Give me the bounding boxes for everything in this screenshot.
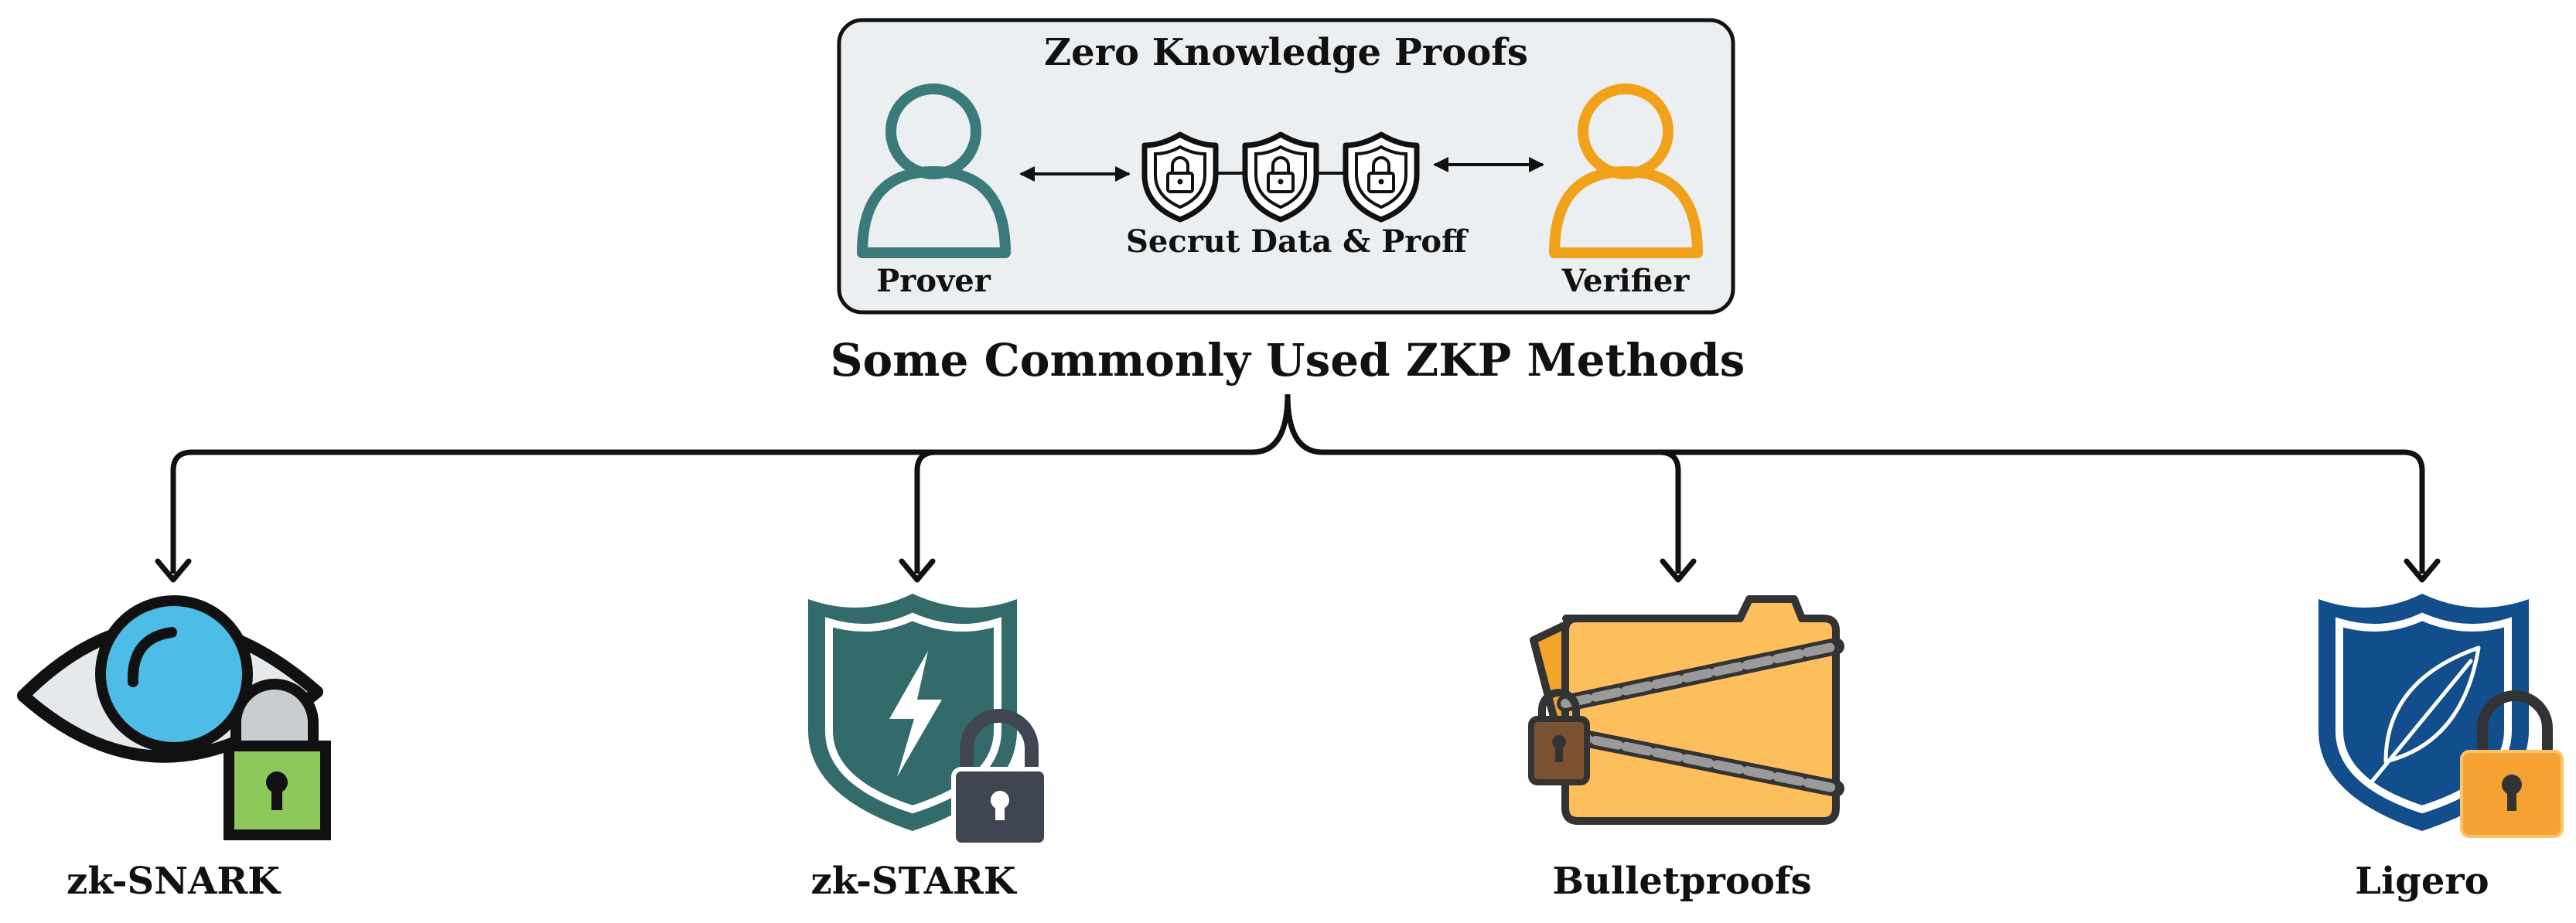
chained-folder-lock-icon [1528,595,1844,825]
arrow-to-ligero [2404,558,2441,583]
shield-lightning-lock-icon [808,594,1049,847]
arrow-to-zk-stark [899,558,936,583]
secure-data-label: Secrut Data & Proff [1126,223,1467,260]
arrow-to-bulletproofs [1660,558,1697,583]
verifier-user-icon [1549,83,1703,258]
method-label-zk-snark: zk-SNARK [67,860,280,903]
method-label-ligero: Ligero [2355,860,2489,903]
arrow-to-zk-snark [155,558,192,583]
prover-label: Prover [876,263,991,299]
method-branch-connector [170,393,2425,574]
method-branch-connector [914,449,1681,574]
section-title: Some Commonly Used ZKP Methods [830,334,1745,387]
method-label-zk-stark: zk-STARK [810,860,1016,903]
verifier-label: Verifier [1561,263,1690,299]
shield-feather-lock-icon [2318,594,2564,838]
method-label-bulletproofs: Bulletproofs [1552,860,1812,903]
eye-lock-icon [17,595,331,840]
shield-lock-icon [1343,131,1420,223]
zkp-box-title: Zero Knowledge Proofs [1044,31,1528,74]
shield-lock-icon [1242,131,1319,223]
shield-lock-icon [1141,131,1219,223]
prover-user-icon [857,83,1011,258]
